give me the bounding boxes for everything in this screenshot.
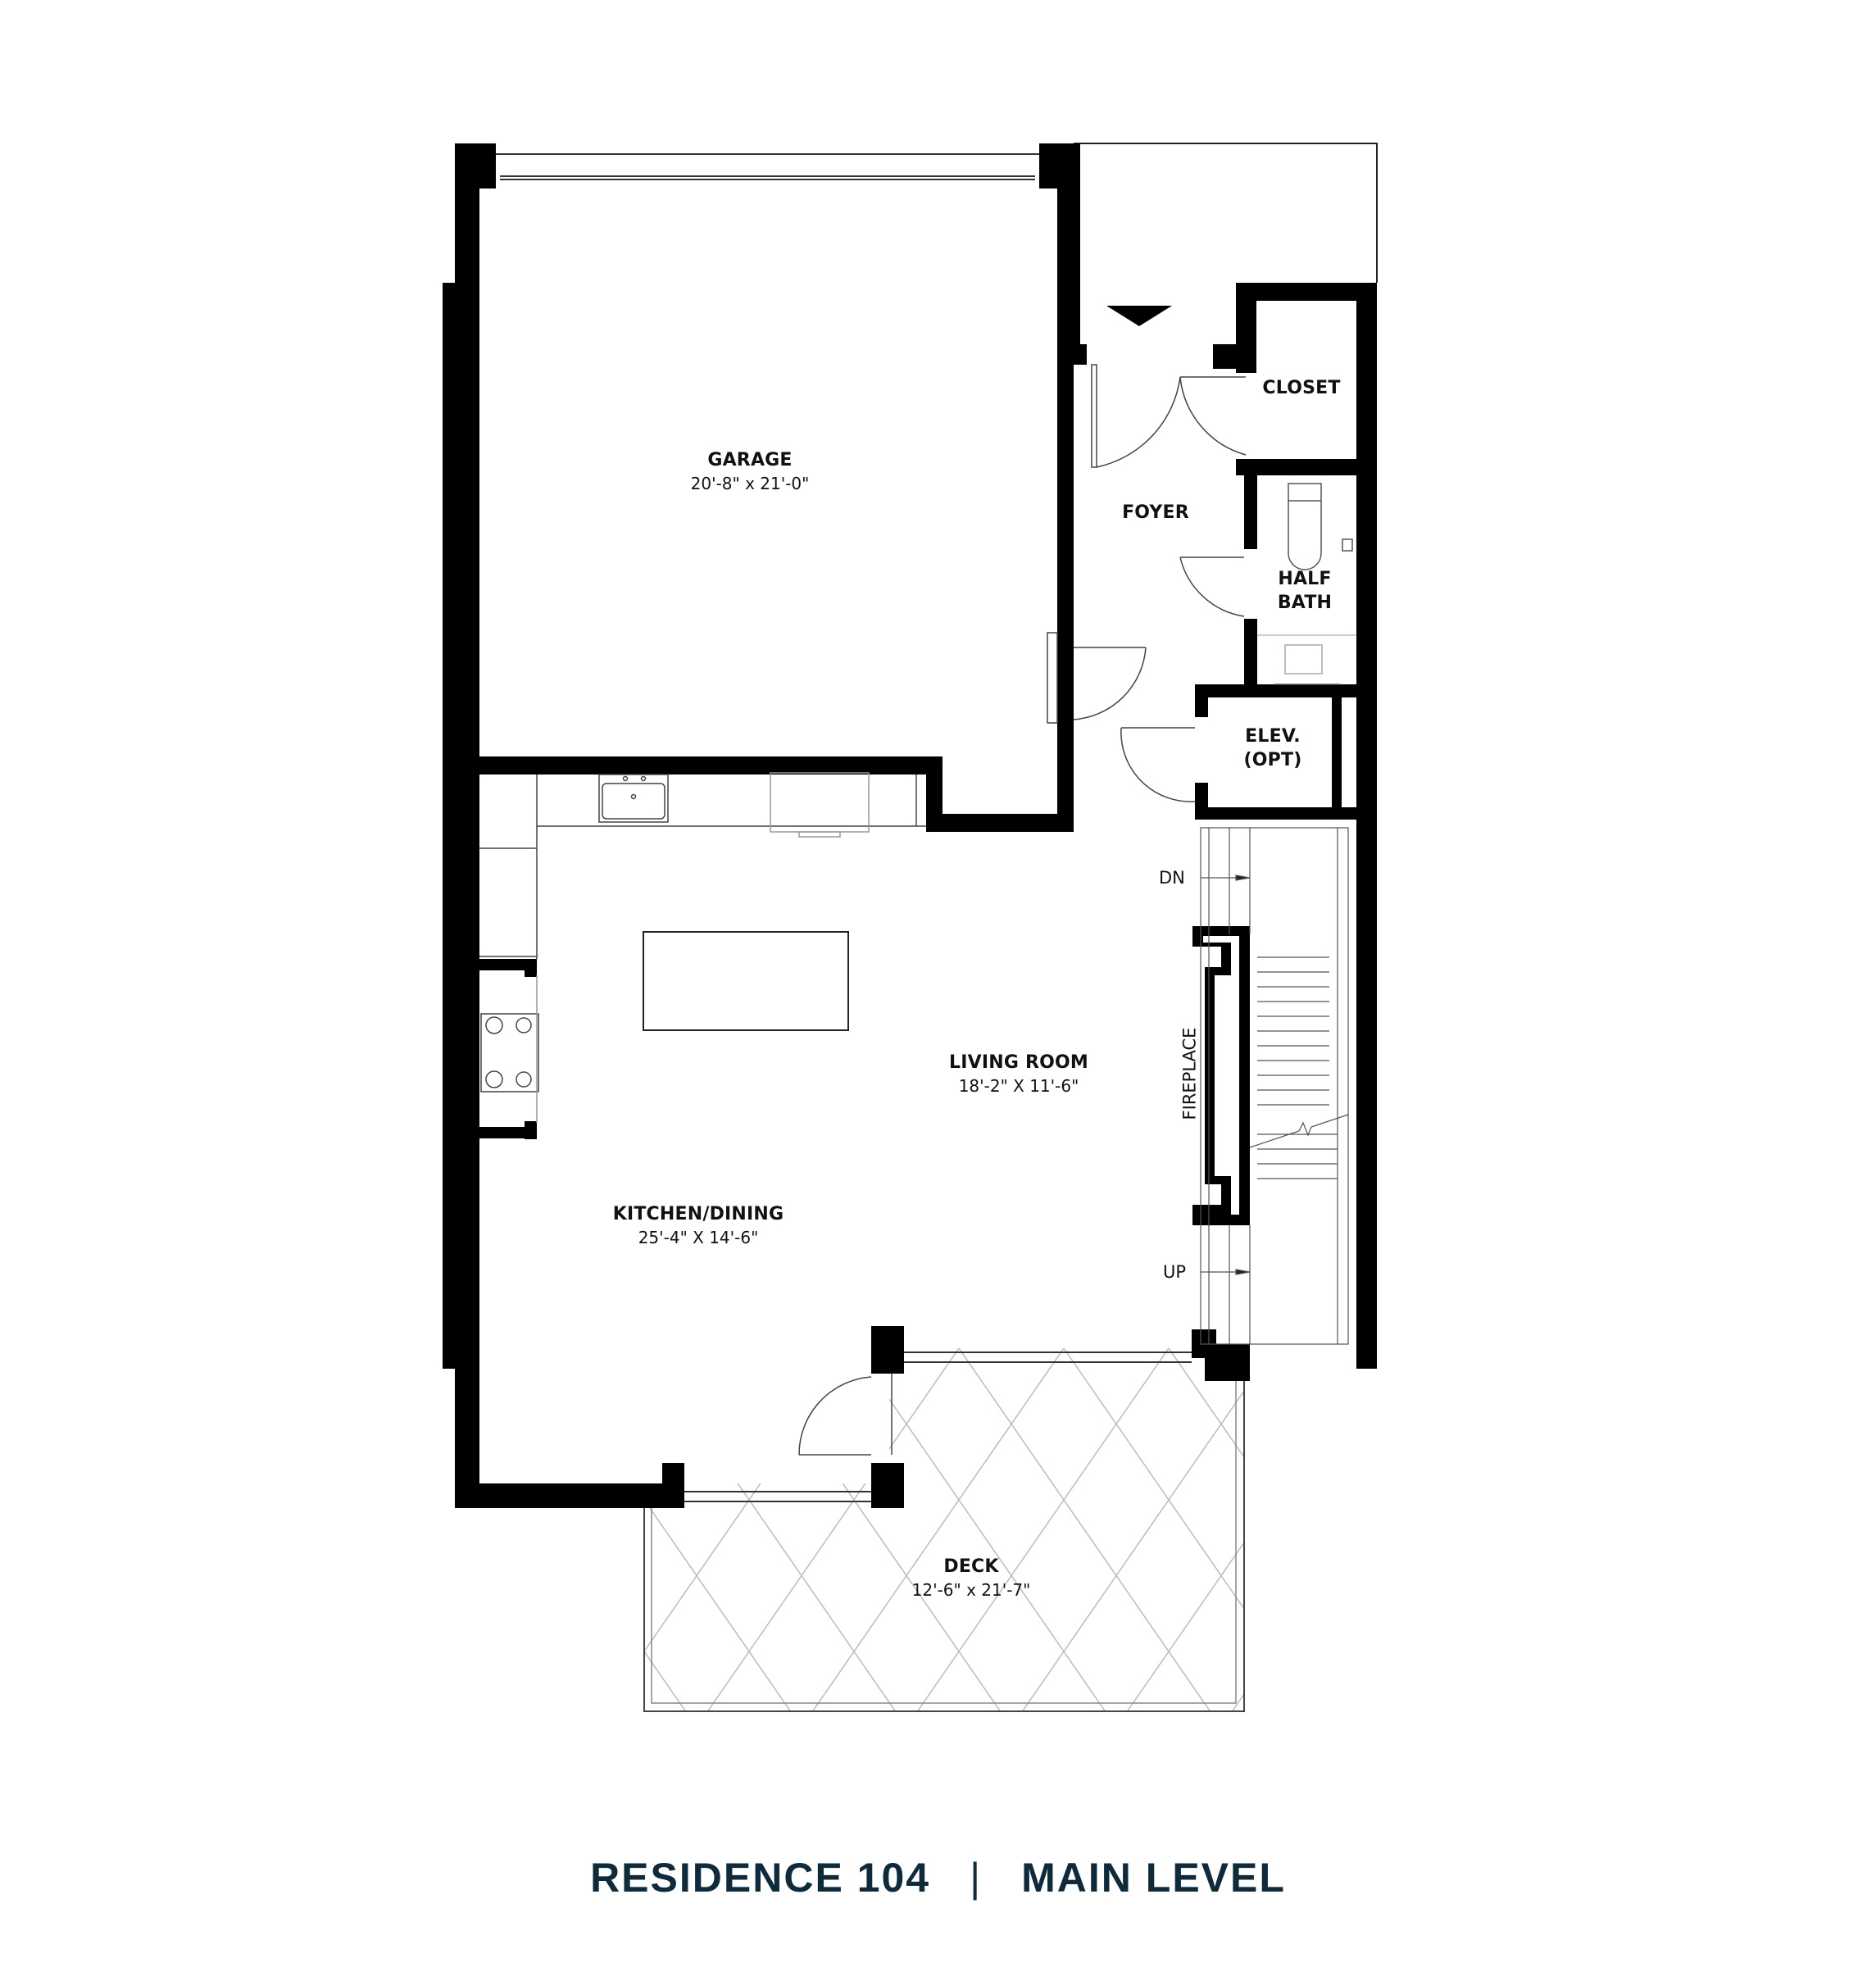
windows	[496, 153, 1192, 1502]
closet-label: CLOSET	[1262, 377, 1340, 401]
living-room-dimensions: 18'-2" X 11'-6"	[958, 1075, 1079, 1096]
deck-dimensions: 12'-6" x 21'-7"	[911, 1579, 1031, 1600]
entry-porch	[1074, 143, 1378, 283]
stairs	[1200, 827, 1349, 1345]
entry-arrow-icon	[1106, 306, 1172, 326]
kitchen-dining-name: KITCHEN/DINING	[612, 1204, 784, 1224]
deck-name: DECK	[943, 1556, 999, 1577]
bath-fixtures	[1257, 483, 1356, 685]
doors	[798, 364, 1247, 1456]
living-room-name: LIVING ROOM	[949, 1052, 1088, 1073]
garage-name: GARAGE	[707, 450, 793, 470]
garage-dimensions: 20'-8" x 21'-0"	[690, 473, 810, 493]
living-room-label: LIVING ROOM 18'-2" X 11'-6"	[949, 1052, 1088, 1097]
fireplace-label: FIREPLACE	[1179, 1027, 1200, 1120]
sink-icon	[598, 774, 669, 823]
kitchen-fixtures	[479, 772, 926, 1123]
foyer-name: FOYER	[1122, 502, 1189, 523]
walls	[443, 143, 1377, 1508]
deck-label: DECK 12'-6" x 21'-7"	[912, 1556, 1031, 1601]
foyer-label: FOYER	[1122, 502, 1189, 525]
elevator-name-line1: ELEV.	[1245, 726, 1301, 747]
elevator-label: ELEV. (OPT)	[1244, 725, 1302, 772]
deck-area	[643, 1348, 1245, 1712]
half-bath-name-line1: HALF	[1278, 569, 1332, 589]
range-icon	[480, 1013, 539, 1093]
garage-label: GARAGE 20'-8" x 21'-0"	[691, 449, 810, 494]
level-name: MAIN LEVEL	[1021, 1855, 1286, 1901]
half-bath-label: HALF BATH	[1278, 568, 1332, 615]
title-separator: |	[970, 1855, 983, 1901]
kitchen-island	[643, 931, 849, 1031]
plan-title: RESIDENCE 104 | MAIN LEVEL	[0, 1854, 1876, 1901]
stairs-up-label: UP	[1163, 1262, 1187, 1282]
toilet-icon	[1288, 483, 1322, 570]
half-bath-name-line2: BATH	[1277, 592, 1333, 613]
kitchen-dining-dimensions: 25'-4" X 14'-6"	[638, 1227, 759, 1247]
vanity-icon	[1284, 644, 1323, 675]
stairs-down-label: DN	[1159, 868, 1185, 888]
kitchen-dining-label: KITCHEN/DINING 25'-4" X 14'-6"	[613, 1203, 784, 1248]
residence-name: RESIDENCE 104	[590, 1855, 931, 1901]
elevator-name-line2: (OPT)	[1243, 749, 1302, 770]
closet-name: CLOSET	[1262, 378, 1341, 398]
